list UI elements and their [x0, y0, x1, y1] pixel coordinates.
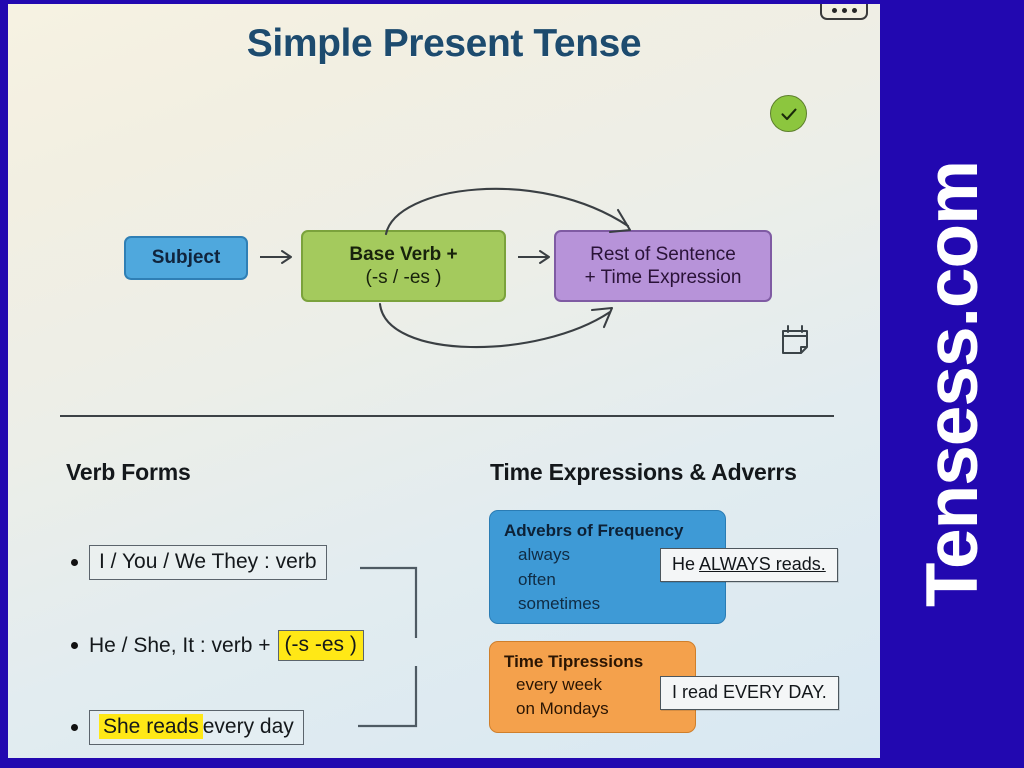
section-divider — [60, 415, 834, 417]
bullet-dot-icon — [71, 642, 78, 649]
brand-rail: Tensess.com — [880, 0, 1024, 768]
flow-box-subject: Subject — [124, 236, 248, 280]
calendar-icon — [779, 324, 811, 358]
verb-form-2-prefix: He / She, It : verb + — [89, 633, 271, 657]
verb-form-3-highlight: She reads — [99, 714, 203, 739]
card-adverbs-item-1: always — [518, 545, 570, 564]
flow-box-base-verb: Base Verb + (-s / -es ) — [301, 230, 506, 302]
callout-always-prefix: He — [672, 554, 700, 574]
callout-always-underlined: ALWAYS reads. — [699, 554, 826, 574]
flow-box-verb-line1: Base Verb + — [349, 243, 458, 265]
card-time-item-1: every week — [516, 675, 602, 694]
page-title: Simple Present Tense — [246, 22, 642, 65]
verb-form-1-text: I / You / We They : verb — [89, 545, 327, 580]
slide-canvas: Simple Present Tense Subject Base Verb +… — [8, 4, 880, 758]
verb-forms-connector-bracket — [358, 566, 418, 728]
bullet-dot-icon — [71, 559, 78, 566]
flow-box-rest-line1: Rest of Sentence — [590, 243, 736, 265]
callout-everyday-example: I read EVERY DAY. — [660, 676, 839, 710]
list-item-verb-form-1: I / You / We They : verb — [71, 545, 327, 580]
more-options-menu[interactable] — [820, 4, 868, 20]
card-adverbs-of-frequency: Advebrs of Frequency always often someti… — [489, 510, 726, 624]
dot-2-icon — [841, 8, 847, 13]
card-time-title: Time Tipressions — [504, 652, 644, 671]
callout-always-example: He ALWAYS reads. — [660, 548, 838, 582]
card-time-item-2: on Mondays — [516, 698, 609, 718]
verb-form-2: He / She, It : verb + (-s -es ) — [89, 630, 364, 661]
bullet-dot-icon — [71, 724, 78, 731]
verb-form-2-highlight: (-s -es ) — [277, 630, 364, 661]
dot-3-icon — [851, 8, 857, 13]
list-item-verb-form-2: He / She, It : verb + (-s -es ) — [71, 630, 364, 661]
flow-box-rest-line2: + Time Expression — [584, 267, 742, 288]
verb-form-3-suffix: every day — [202, 715, 294, 738]
card-adverbs-item-2: often — [518, 569, 556, 589]
card-adverbs-item-3: sometimes — [518, 594, 601, 614]
check-circle-icon — [770, 95, 807, 132]
brand-website-text: Tensess.com — [911, 160, 993, 608]
arrow-verb-to-rest — [516, 244, 556, 275]
flow-box-verb-line2: (-s / -es ) — [365, 267, 442, 288]
arrow-subject-to-verb — [258, 244, 298, 275]
card-adverbs-title: Advebrs of Frequency — [504, 521, 684, 540]
dot-1-icon — [831, 8, 837, 13]
heading-time-expressions: Time Expressions & Adverrs — [490, 459, 797, 485]
flow-box-rest-of-sentence: Rest of Sentence + Time Expression — [554, 230, 772, 302]
heading-verb-forms: Verb Forms — [66, 459, 191, 485]
flow-box-subject-label: Subject — [151, 247, 221, 269]
